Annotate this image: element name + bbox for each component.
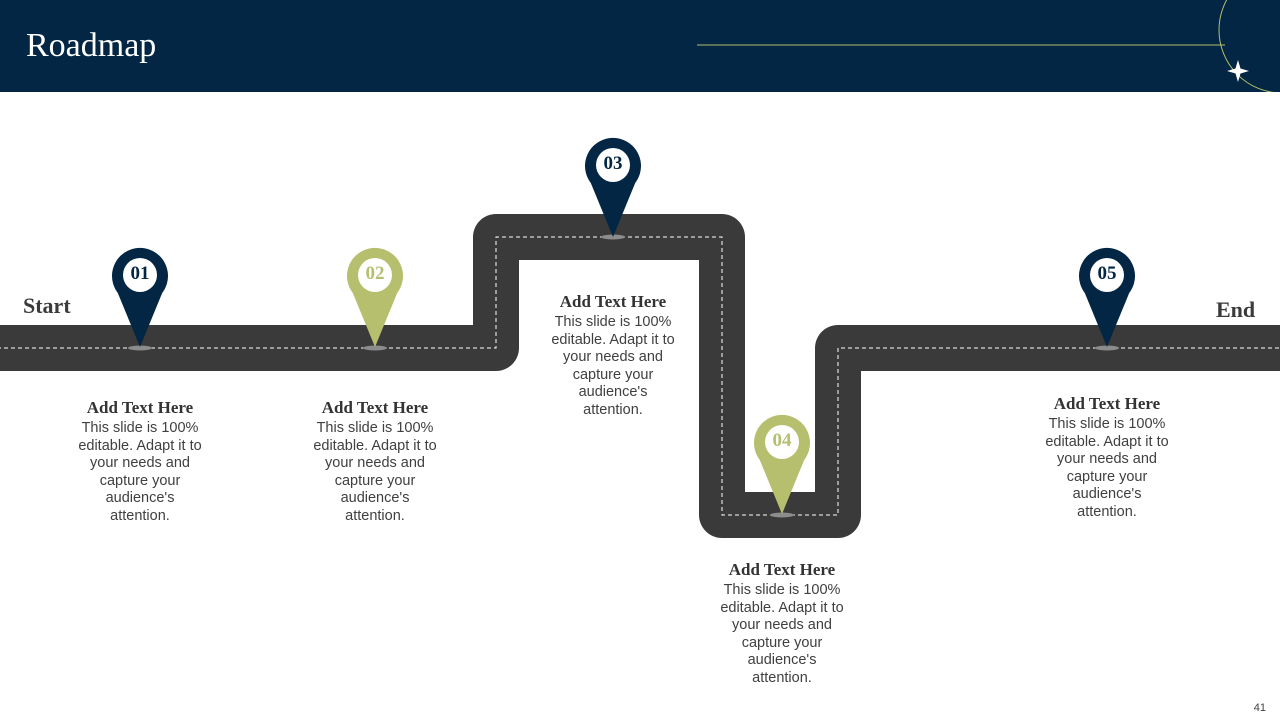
map-pin-icon — [347, 247, 403, 347]
milestone-number: 04 — [772, 430, 792, 451]
slide-title: Roadmap — [26, 27, 157, 64]
milestone-pin-04: 04 — [754, 414, 810, 516]
milestone-text-05: Add Text Here This slide is 100% editabl… — [1017, 393, 1197, 522]
milestone-pin-03: 03 — [585, 137, 641, 239]
milestone-pin-05: 05 — [1079, 247, 1135, 349]
milestone-text-03: Add Text Here This slide is 100% editabl… — [523, 291, 703, 420]
milestone-description: This slide is 100% editable. Adapt it to… — [720, 582, 844, 686]
slide-header: Roadmap — [0, 0, 1280, 92]
milestone-text-02: Add Text Here This slide is 100% editabl… — [285, 397, 465, 526]
map-pin-icon — [112, 247, 168, 347]
milestone-title: Add Text Here — [86, 398, 194, 417]
milestone-text-01: Add Text Here This slide is 100% editabl… — [50, 397, 230, 526]
milestone-description: This slide is 100% editable. Adapt it to… — [1045, 416, 1169, 520]
pin-shadow — [128, 345, 152, 351]
start-label: Start — [23, 293, 71, 318]
sparkle-icon — [1227, 60, 1249, 82]
milestone-number: 05 — [1097, 263, 1117, 284]
milestone-description: This slide is 100% editable. Adapt it to… — [313, 420, 437, 524]
pin-shadow — [363, 345, 387, 351]
milestone-title: Add Text Here — [321, 398, 429, 417]
milestone-description: This slide is 100% editable. Adapt it to… — [78, 420, 202, 524]
end-label: End — [1216, 297, 1256, 322]
milestone-title: Add Text Here — [728, 560, 836, 579]
map-pin-icon — [1079, 247, 1135, 347]
milestone-pin-01: 01 — [112, 247, 168, 349]
header-accent-arc — [1218, 0, 1275, 92]
milestone-number: 01 — [130, 263, 150, 284]
milestone-description: This slide is 100% editable. Adapt it to… — [551, 314, 675, 418]
milestone-number: 02 — [365, 263, 385, 284]
pin-shadow — [770, 512, 794, 518]
milestone-text-04: Add Text Here This slide is 100% editabl… — [692, 559, 872, 688]
milestone-title: Add Text Here — [1053, 394, 1161, 413]
page-number: 41 — [1253, 702, 1266, 714]
milestone-title: Add Text Here — [559, 292, 667, 311]
pin-shadow — [1095, 345, 1119, 351]
milestone-number: 03 — [603, 153, 623, 174]
road-center-line — [0, 236, 1280, 516]
milestone-pin-02: 02 — [347, 247, 403, 349]
map-pin-icon — [754, 414, 810, 514]
map-pin-icon — [585, 137, 641, 237]
header-decoration — [697, 0, 1275, 92]
